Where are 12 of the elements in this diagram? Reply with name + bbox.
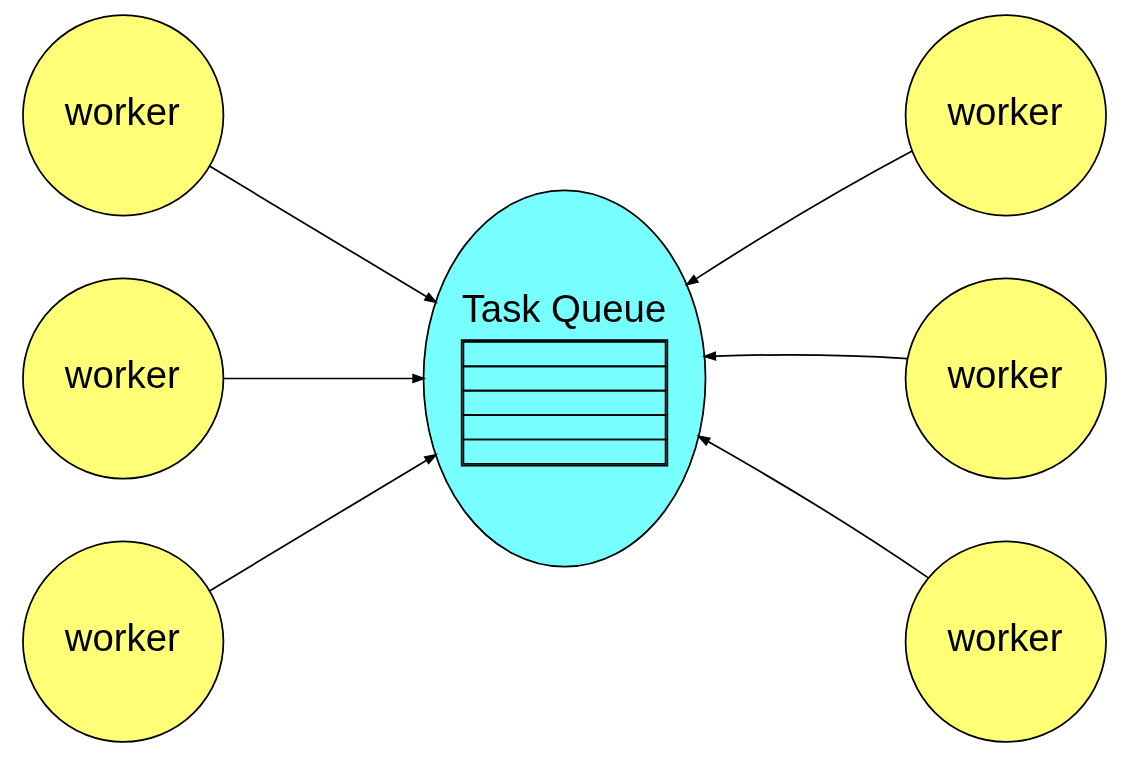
arrow <box>208 165 438 304</box>
node-circle: worker <box>21 14 224 217</box>
arrow <box>684 150 913 286</box>
arrow <box>222 373 426 384</box>
arrow <box>696 435 929 579</box>
arrow <box>701 351 908 361</box>
node-circle: worker <box>904 277 1107 480</box>
node-circle: worker <box>21 540 224 743</box>
arrow <box>208 453 438 592</box>
node-circle: worker <box>21 277 224 480</box>
node-circle: worker <box>904 540 1107 743</box>
node-circle: worker <box>904 14 1107 217</box>
